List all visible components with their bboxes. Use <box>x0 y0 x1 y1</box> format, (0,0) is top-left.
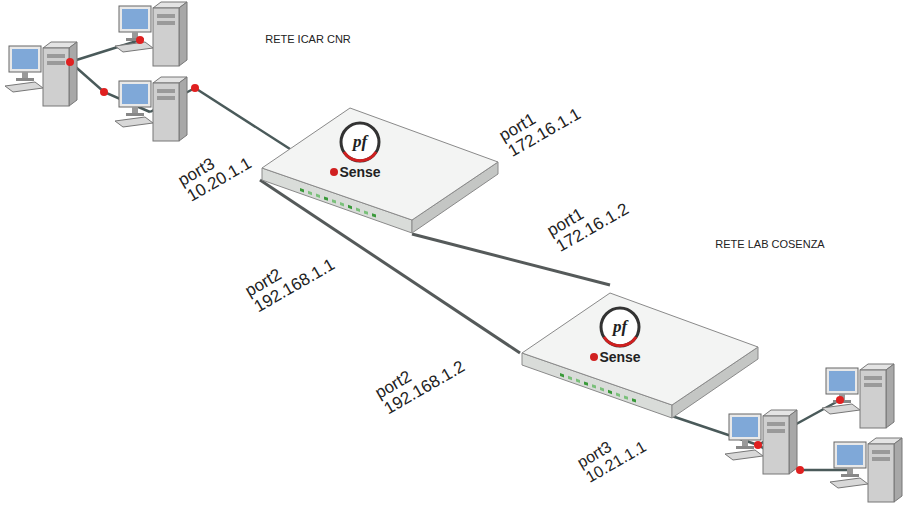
firewall-device: pfSense <box>520 285 760 419</box>
link-dots <box>66 36 199 96</box>
port-label-group: port1172.16.1.2 <box>544 184 631 255</box>
port-label-group: port310.21.1.1 <box>575 424 650 486</box>
computer-icon <box>115 77 187 141</box>
logo-mark: pf <box>613 317 627 337</box>
network-name-group: RETE LAB COSENZA <box>715 239 824 251</box>
computer-icon <box>830 438 902 502</box>
network-name: RETE LAB COSENZA <box>715 239 824 251</box>
logo-mark: pf <box>353 132 367 152</box>
link-dots <box>754 396 844 474</box>
firewall-device: pfSense <box>260 100 500 234</box>
port-label-group: port1172.16.1.1 <box>496 89 583 160</box>
port-label-group: port2192.168.1.1 <box>242 240 338 316</box>
logo-word: Sense <box>599 349 640 365</box>
network-name-group: RETE ICAR CNR <box>265 34 351 46</box>
computer-icon <box>725 410 797 474</box>
computer-icon <box>115 2 187 66</box>
port-label-group: port310.20.1.1 <box>175 139 254 205</box>
port-label-group: port2192.168.1.2 <box>372 342 468 418</box>
logo-word: Sense <box>339 164 380 180</box>
computer-icon <box>822 364 894 428</box>
network-name: RETE ICAR CNR <box>265 34 351 46</box>
computer-icon <box>5 42 77 106</box>
